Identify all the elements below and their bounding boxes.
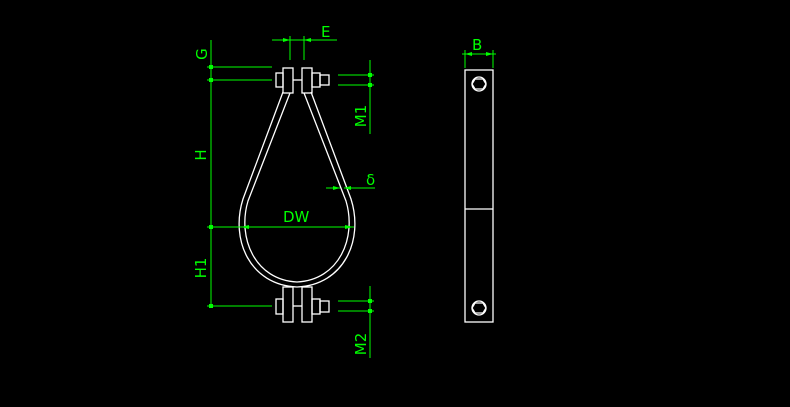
label-dw: DW (283, 208, 310, 226)
label-h1: H1 (192, 258, 210, 279)
dimension-arrows (241, 38, 493, 229)
bottom-bolt-head (275, 298, 284, 315)
e-arrow-left (283, 38, 290, 42)
dw-arrow-left (241, 225, 249, 229)
top-bolt-nut (311, 72, 321, 88)
b-arrow-left (465, 52, 472, 56)
top-plate-left (282, 67, 294, 94)
label-h: H (192, 149, 210, 160)
side-view-body (464, 69, 494, 323)
side-view-top-nut (471, 78, 487, 90)
bottom-bolt-nut (311, 298, 321, 315)
top-plate-right (301, 67, 313, 94)
e-arrow-right (304, 38, 311, 42)
delta-arrow-left (333, 186, 340, 190)
label-g: G (193, 48, 211, 60)
side-view-clamp (464, 69, 494, 323)
label-m2: M2 (352, 333, 370, 356)
bottom-plate-right (301, 286, 313, 323)
bottom-plate-left (282, 286, 294, 323)
bottom-bolt-nut-2 (319, 300, 330, 313)
label-delta: δ (366, 171, 375, 189)
label-e: E (321, 23, 330, 41)
delta-arrow-right (344, 186, 351, 190)
label-b: B (472, 36, 482, 54)
top-bolt-nut-2 (319, 74, 330, 86)
top-bolt-head (275, 72, 284, 88)
b-arrow-right (486, 52, 493, 56)
label-m1: M1 (352, 105, 370, 128)
front-view-clamp (238, 67, 356, 323)
dimension-ticks (209, 65, 372, 313)
side-view-bottom-nut (471, 302, 487, 314)
dimension-labels: E B DW δ G H H1 M1 M2 (192, 23, 482, 355)
dimension-lines (207, 36, 496, 358)
strap-outer (238, 91, 356, 288)
strap-inner (244, 92, 350, 283)
dw-arrow-right (345, 225, 353, 229)
